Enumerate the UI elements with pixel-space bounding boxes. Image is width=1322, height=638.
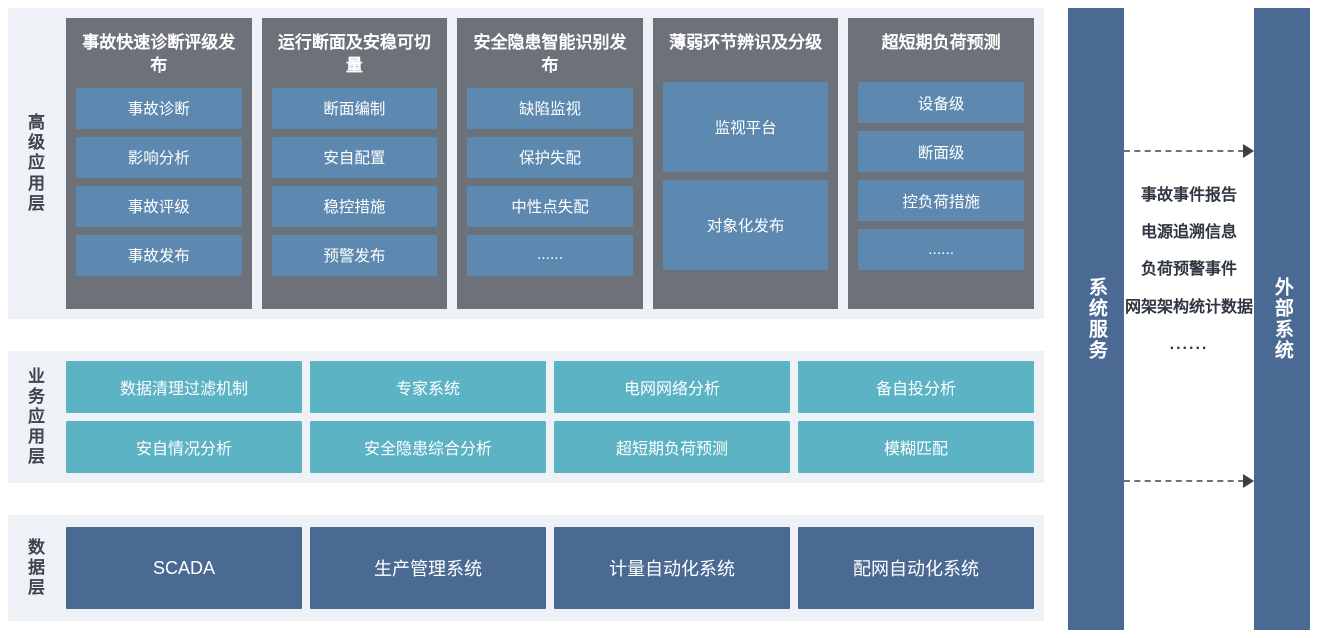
tile-item[interactable]: 安自情况分析 xyxy=(66,421,302,473)
data-source-item[interactable]: 计量自动化系统 xyxy=(554,527,790,609)
flow-item-list: 事故事件报告 电源追溯信息 负荷预警事件 网架架构统计数据 ...... xyxy=(1124,184,1254,356)
data-source-item[interactable]: 生产管理系统 xyxy=(310,527,546,609)
business-row: 数据清理过滤机制 专家系统 电网网络分析 备自投分析 xyxy=(66,361,1034,413)
flow-arrow-top xyxy=(1124,144,1254,158)
column-title: 安全隐患智能识别发布 xyxy=(473,33,627,75)
tile-item[interactable]: 备自投分析 xyxy=(798,361,1034,413)
layer-label-business: 业务应用层 xyxy=(8,351,66,483)
layer-label-advanced-text: 高级应用层 xyxy=(28,113,46,213)
system-service-label: 系统服务 xyxy=(1085,277,1107,361)
flow-item: 事故事件报告 xyxy=(1140,187,1237,204)
cell-item[interactable]: ...... xyxy=(467,234,633,276)
column-operation-section: 运行断面及安稳可切量 断面编制 安自配置 稳控措施 预警发布 xyxy=(261,18,448,309)
cell-item[interactable]: 影响分析 xyxy=(76,136,242,178)
cell-item[interactable]: 事故发布 xyxy=(76,234,242,276)
cell-item[interactable]: 断面级 xyxy=(858,131,1024,172)
column-ultra-short-load: 超短期负荷预测 设备级 断面级 控负荷措施 ...... xyxy=(848,18,1034,309)
tile-item[interactable]: 专家系统 xyxy=(310,361,546,413)
external-system-bar: 外部系统 xyxy=(1254,8,1310,630)
cell-item[interactable]: 中性点失配 xyxy=(467,185,633,227)
layer-label-data: 数据层 xyxy=(8,515,66,621)
arrow-head-icon xyxy=(1243,474,1254,488)
arrow-head-icon xyxy=(1243,144,1254,158)
tile-item[interactable]: 数据清理过滤机制 xyxy=(66,361,302,413)
layer-business-body: 数据清理过滤机制 专家系统 电网网络分析 备自投分析 安自情况分析 安全隐患综合… xyxy=(66,351,1044,483)
layer-label-business-text: 业务应用层 xyxy=(28,366,46,467)
cell-item[interactable]: 安自配置 xyxy=(271,136,438,178)
column-accident-diagnosis: 事故快速诊断评级发布 事故诊断 影响分析 事故评级 事故发布 xyxy=(66,18,252,309)
dashed-line xyxy=(1124,480,1244,482)
external-system-label: 外部系统 xyxy=(1271,277,1293,361)
cell-item[interactable]: 控负荷措施 xyxy=(858,180,1024,221)
flow-item-ellipsis: ...... xyxy=(1169,335,1209,353)
column-title: 薄弱环节辨识及分级 xyxy=(669,33,823,52)
tile-item[interactable]: 超短期负荷预测 xyxy=(554,421,790,473)
cell-item[interactable]: 稳控措施 xyxy=(271,185,438,227)
system-service-bar: 系统服务 xyxy=(1068,8,1124,630)
cell-item[interactable]: 事故诊断 xyxy=(76,87,242,129)
cell-item[interactable]: 监视平台 xyxy=(662,82,829,172)
column-title: 运行断面及安稳可切量 xyxy=(277,33,431,75)
business-row: 安自情况分析 安全隐患综合分析 超短期负荷预测 模糊匹配 xyxy=(66,421,1034,473)
data-source-item[interactable]: SCADA xyxy=(66,527,302,609)
cell-item[interactable]: 设备级 xyxy=(858,82,1024,123)
cell-item[interactable]: 事故评级 xyxy=(76,185,242,227)
column-title: 事故快速诊断评级发布 xyxy=(82,33,236,75)
flow-item: 网架架构统计数据 xyxy=(1124,298,1253,316)
dashed-line xyxy=(1124,150,1244,152)
architecture-columns: 高级应用层 事故快速诊断评级发布 事故诊断 影响分析 事故评级 事故发布 运行断… xyxy=(8,8,1044,630)
cell-item[interactable]: 保护失配 xyxy=(467,136,633,178)
layer-data: 数据层 SCADA 生产管理系统 计量自动化系统 配网自动化系统 xyxy=(8,515,1044,621)
cell-item[interactable]: 断面编制 xyxy=(271,87,438,129)
column-safety-hazard: 安全隐患智能识别发布 缺陷监视 保护失配 中性点失配 ...... xyxy=(457,18,643,309)
cell-item[interactable]: 对象化发布 xyxy=(662,180,829,270)
layer-advanced-application: 高级应用层 事故快速诊断评级发布 事故诊断 影响分析 事故评级 事故发布 运行断… xyxy=(8,8,1044,319)
tile-item[interactable]: 电网网络分析 xyxy=(554,361,790,413)
column-title: 超短期负荷预测 xyxy=(881,33,1001,52)
column-weak-link: 薄弱环节辨识及分级 监视平台 对象化发布 xyxy=(652,18,839,309)
data-source-item[interactable]: 配网自动化系统 xyxy=(798,527,1034,609)
layer-advanced-body: 事故快速诊断评级发布 事故诊断 影响分析 事故评级 事故发布 运行断面及安稳可切… xyxy=(66,8,1044,319)
cell-item[interactable]: ...... xyxy=(858,229,1024,270)
flow-arrow-bottom xyxy=(1124,474,1254,488)
tile-item[interactable]: 模糊匹配 xyxy=(798,421,1034,473)
flow-item: 电源追溯信息 xyxy=(1140,224,1237,242)
layer-label-data-text: 数据层 xyxy=(28,537,46,598)
tile-item[interactable]: 安全隐患综合分析 xyxy=(310,421,546,473)
layer-data-body: SCADA 生产管理系统 计量自动化系统 配网自动化系统 xyxy=(66,515,1044,621)
layer-business-application: 业务应用层 数据清理过滤机制 专家系统 电网网络分析 备自投分析 安自情况分析 … xyxy=(8,351,1044,483)
cell-item[interactable]: 缺陷监视 xyxy=(467,87,633,129)
flow-item: 负荷预警事件 xyxy=(1140,261,1237,279)
layer-label-advanced: 高级应用层 xyxy=(8,8,66,319)
flow-connector-zone: 事故事件报告 电源追溯信息 负荷预警事件 网架架构统计数据 ...... xyxy=(1124,8,1254,630)
cell-item[interactable]: 预警发布 xyxy=(271,234,438,276)
